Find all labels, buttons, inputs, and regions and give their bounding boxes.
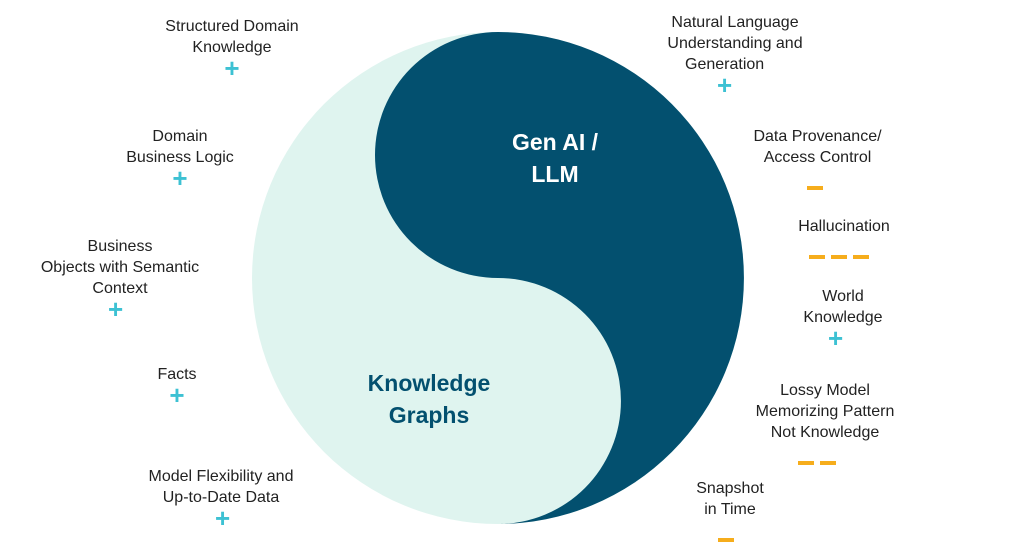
plus-icon: +: [224, 53, 240, 83]
right-item-line: Generation: [685, 56, 765, 73]
left-item-line: Objects with Semantic: [40, 259, 200, 276]
right-item-lossy-model: Lossy Model Memorizing Pattern Not Knowl…: [730, 380, 920, 466]
plus-icon: +: [215, 503, 231, 533]
left-item-line: Business Logic: [126, 149, 234, 166]
kg-title-line2: Graphs: [388, 402, 470, 428]
plus-icon: +: [717, 70, 733, 100]
left-item-model-flexibility: Model Flexibility and Up-to-Date Data +: [116, 466, 326, 533]
llm-title: Gen AI / LLM: [480, 126, 630, 190]
minus-icon: [718, 520, 780, 543]
minus-icon: [807, 168, 910, 191]
right-item-line: Access Control: [763, 149, 872, 166]
left-item-line: Model Flexibility and: [148, 468, 294, 485]
plus-icon: +: [828, 323, 844, 353]
right-item-line: Natural Language: [671, 14, 799, 31]
right-item-line: in Time: [704, 501, 756, 518]
right-item-line: Hallucination: [798, 218, 890, 235]
left-item-line: Up-to-Date Data: [162, 489, 280, 506]
right-item-line: Data Provenance/: [753, 128, 882, 145]
left-item-line: Knowledge: [192, 39, 272, 56]
plus-icon: +: [108, 294, 124, 324]
right-item-world-knowledge: World Knowledge +: [785, 286, 901, 353]
left-item-facts: Facts +: [127, 364, 227, 410]
left-item-business-objects: Business Objects with Semantic Context +: [20, 236, 220, 324]
left-item-structured-domain-knowledge: Structured Domain Knowledge +: [132, 16, 332, 83]
llm-half: [375, 32, 744, 524]
llm-title-line2: LLM: [531, 161, 579, 187]
kg-title: Knowledge Graphs: [349, 367, 509, 431]
plus-icon: +: [169, 380, 185, 410]
left-item-domain-business-logic: Domain Business Logic +: [80, 126, 280, 193]
left-item-line: Structured Domain: [165, 18, 299, 35]
left-item-line: Context: [92, 280, 148, 297]
right-item-data-provenance: Data Provenance/ Access Control: [725, 126, 910, 191]
left-item-line: Business: [87, 238, 153, 255]
llm-title-line1: Gen AI /: [511, 129, 599, 155]
right-item-line: Snapshot: [696, 480, 764, 497]
right-item-line: Lossy Model: [780, 382, 870, 399]
kg-title-line1: Knowledge: [367, 370, 491, 396]
right-item-hallucination: Hallucination: [774, 216, 914, 260]
right-item-snapshot: Snapshot in Time: [680, 478, 780, 543]
right-item-line: World: [822, 288, 864, 305]
minus-icon: [809, 237, 914, 260]
right-item-line: Memorizing Pattern: [755, 403, 895, 420]
minus-icon: [798, 443, 920, 466]
right-item-line: Knowledge: [803, 309, 883, 326]
plus-icon: +: [172, 163, 188, 193]
left-item-line: Domain: [152, 128, 208, 145]
right-item-line: Not Knowledge: [770, 424, 880, 441]
right-item-natural-language: Natural Language Understanding and Gener…: [635, 12, 835, 100]
right-item-line: Understanding and: [667, 35, 803, 52]
left-item-line: Facts: [157, 366, 197, 383]
